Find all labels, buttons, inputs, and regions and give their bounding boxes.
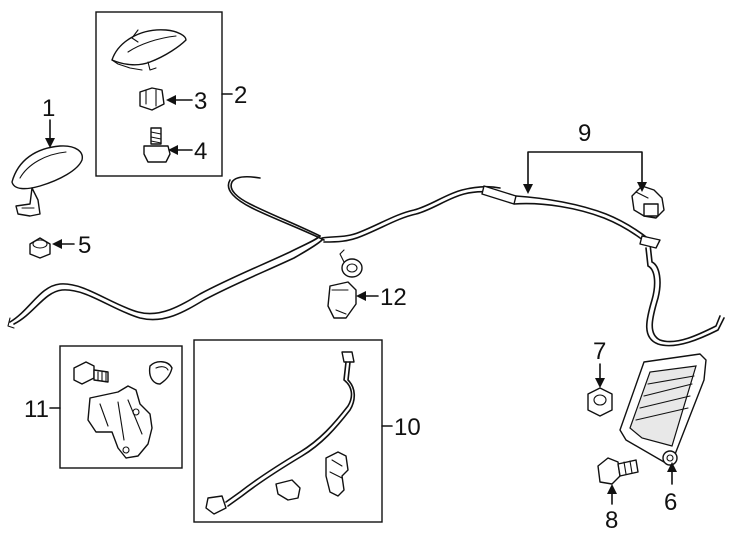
callout-8: 8 bbox=[605, 507, 618, 534]
callout-4: 4 bbox=[194, 138, 207, 165]
sensor-part-12 bbox=[327, 249, 363, 319]
nut-part-5 bbox=[29, 237, 51, 259]
group-box-10 bbox=[193, 339, 383, 523]
roof-antenna-part-1 bbox=[11, 145, 83, 217]
callout-1: 1 bbox=[42, 95, 55, 122]
antenna-cable-harness bbox=[7, 176, 725, 347]
callout-7: 7 bbox=[593, 338, 606, 365]
callout-11: 11 bbox=[24, 396, 49, 423]
leader-lines bbox=[45, 93, 677, 505]
callout-10: 10 bbox=[394, 414, 421, 441]
nut-part-7 bbox=[587, 387, 613, 417]
callout-2: 2 bbox=[234, 82, 247, 109]
antenna-cover bbox=[111, 29, 187, 71]
callout-5: 5 bbox=[78, 232, 91, 259]
bolt-part-8 bbox=[597, 457, 639, 485]
clip-part-3 bbox=[139, 87, 165, 111]
connector-part-9 bbox=[631, 185, 665, 219]
module-part-6 bbox=[619, 353, 707, 466]
bolt-part-4 bbox=[143, 127, 171, 163]
group-box-11 bbox=[59, 345, 183, 469]
callout-3: 3 bbox=[194, 88, 207, 115]
callout-9: 9 bbox=[578, 120, 591, 147]
callout-12: 12 bbox=[380, 284, 407, 311]
bracket-part-11 bbox=[73, 361, 173, 459]
callout-6: 6 bbox=[664, 489, 677, 516]
cable-part-10 bbox=[205, 351, 356, 515]
